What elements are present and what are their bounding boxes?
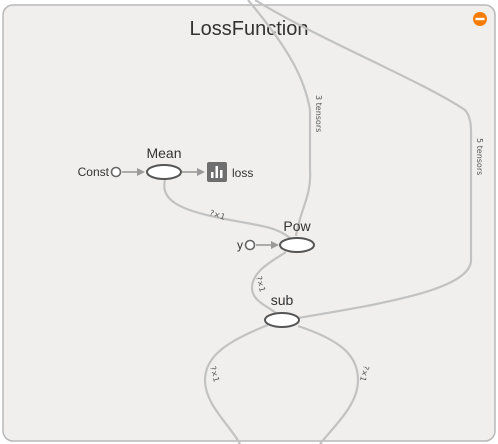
edge-five-tensors: [254, 0, 473, 320]
edge-mean-to-pow: [163, 179, 291, 239]
edge-three-tensors: [247, 0, 312, 237]
edge-sub-left: [203, 323, 269, 444]
minus-circle-icon[interactable]: [473, 12, 487, 26]
edge-label-pow-to-sub: ?×1: [254, 275, 267, 293]
edge-label-sub-right: ?×1: [358, 364, 371, 382]
arrow-mean-to-summary: [197, 168, 205, 176]
loss-summary-node[interactable]: [207, 162, 227, 182]
arrow-const-to-mean: [137, 168, 145, 176]
edge-sub-right: [297, 324, 360, 444]
mean-label: Mean: [146, 145, 181, 161]
const-label: Const: [78, 165, 110, 179]
y-label: y: [237, 238, 243, 252]
edge-label-sub-left: ?×1: [208, 365, 221, 383]
group-title: LossFunction: [190, 18, 309, 40]
edge-pow-to-sub: [250, 251, 287, 314]
sub-label: sub: [271, 292, 294, 308]
arrow-y-to-pow: [271, 241, 279, 249]
edge-label-three-tensors: 3 tensors: [314, 95, 323, 132]
pow-node[interactable]: [279, 237, 315, 253]
edge-label-five-tensors: 5 tensors: [475, 138, 484, 175]
y-node[interactable]: [244, 239, 256, 251]
sub-node[interactable]: [264, 312, 300, 328]
pow-label: Pow: [283, 218, 311, 234]
loss-label: loss: [232, 166, 253, 180]
mean-node[interactable]: [146, 164, 182, 180]
const-node[interactable]: [110, 166, 122, 178]
